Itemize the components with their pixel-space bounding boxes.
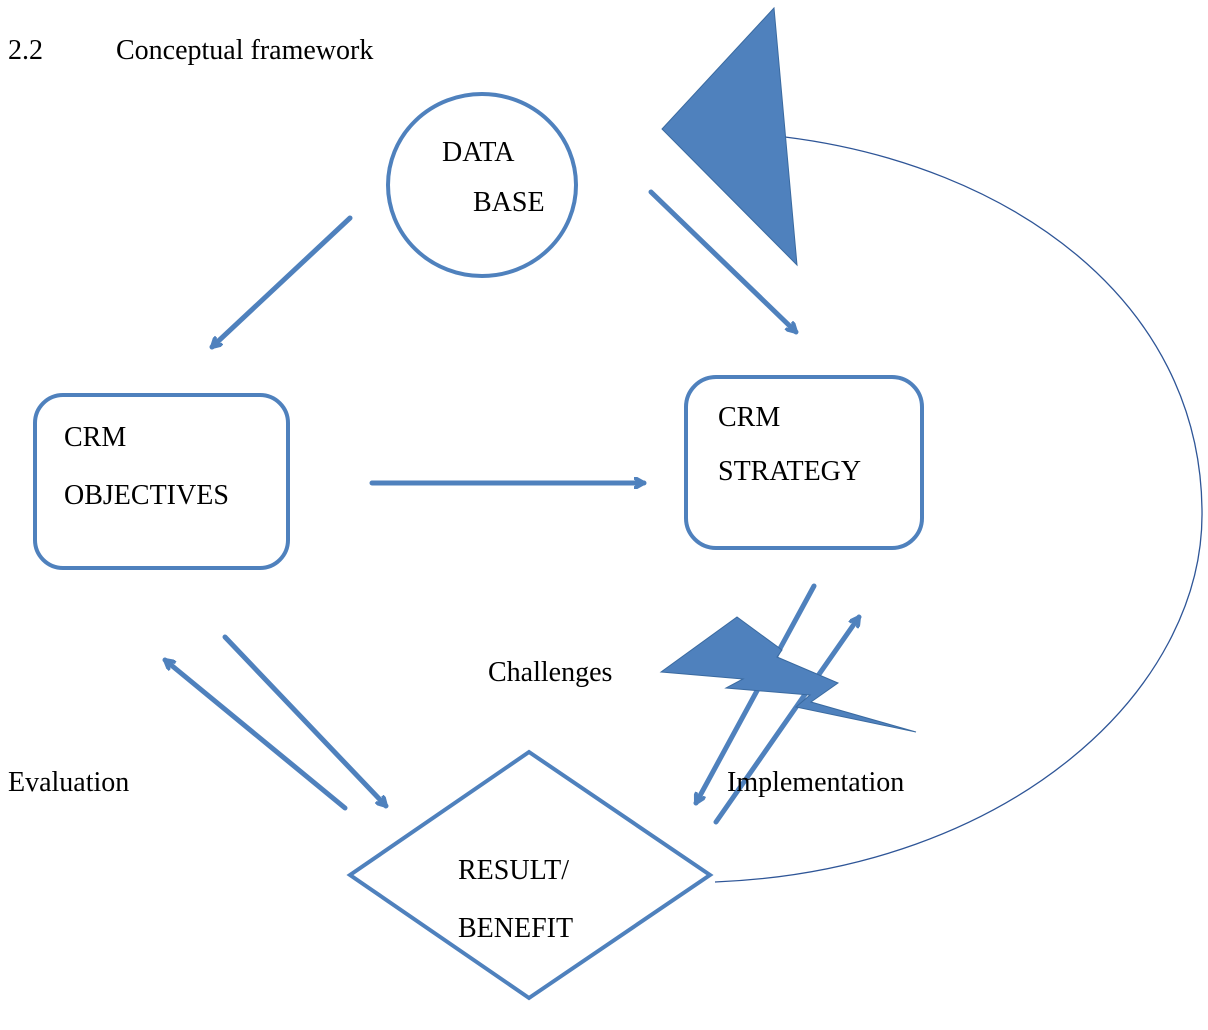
arrow-strategy-to-result xyxy=(693,583,817,806)
objectives-box xyxy=(33,393,290,570)
strategy-box xyxy=(684,375,924,550)
strategy-label-line1: CRM xyxy=(718,402,781,433)
result-label-line1: RESULT/ xyxy=(458,855,569,886)
database-label-line1: DATA xyxy=(442,137,515,168)
evaluation-label: Evaluation xyxy=(8,767,130,798)
challenges-label: Challenges xyxy=(488,657,613,688)
arrow-database-to-strategy xyxy=(648,189,799,335)
implementation-label: Implementation xyxy=(727,767,905,798)
arrow-result-to-objectives xyxy=(162,657,348,811)
challenges-lightning-bolt xyxy=(659,616,917,733)
database-label-line2: BASE xyxy=(473,187,545,218)
database-circle xyxy=(386,92,578,278)
feedback-arrowhead xyxy=(661,6,798,267)
arrow-objectives-to-result xyxy=(222,634,389,809)
section-number: 2.2 xyxy=(8,35,43,66)
result-diamond xyxy=(346,749,714,1001)
strategy-label-line2: STRATEGY xyxy=(718,456,862,487)
arrow-database-to-objectives xyxy=(209,215,353,350)
feedback-loop-curve xyxy=(714,136,1203,883)
objectives-label-line2: OBJECTIVES xyxy=(64,480,229,511)
section-title: Conceptual framework xyxy=(116,35,374,66)
arrow-result-to-strategy xyxy=(713,614,862,825)
objectives-label-line1: CRM xyxy=(64,422,127,453)
result-label-line2: BENEFIT xyxy=(458,913,574,944)
